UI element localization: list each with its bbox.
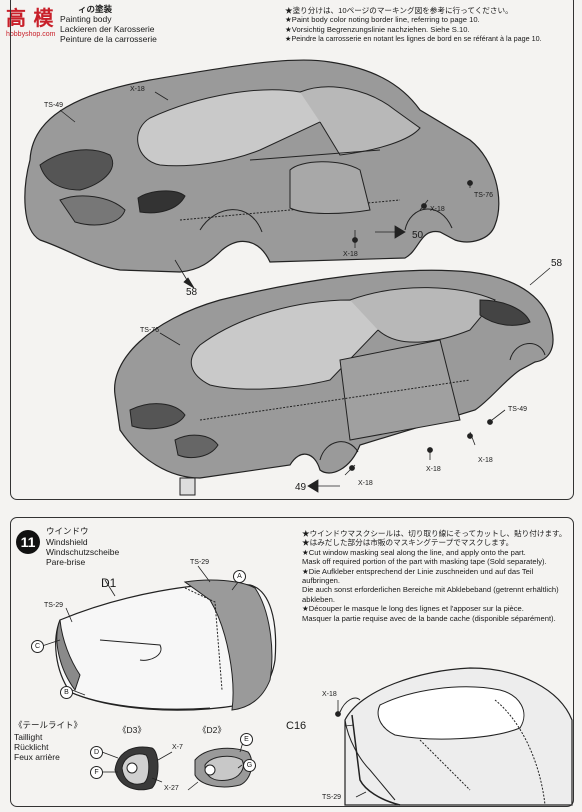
windshield-part-d1 [55,579,277,711]
car-body-front-view [24,59,500,273]
taillight-title-fr: Feux arrière [14,752,60,762]
top-note-en: ★Paint body color noting border line, re… [285,15,480,25]
letter-b-marker: B [60,686,73,699]
taillight-d3 [114,746,159,791]
label-x27: X-27 [164,785,179,792]
taillight-d2 [194,747,253,788]
bottom-note-5: ★Die Aufkleber entsprechend der Linie zu… [302,566,534,586]
taillight-title-jp: 《テールライト》 [14,720,83,730]
top-note-de: ★Vorsichtig Begrenzungslinie nachziehen.… [285,24,470,34]
part-label-d1: D1 [101,576,117,590]
letter-a-marker: A [233,570,246,583]
top-title-de: Lackieren der Karosserie [60,24,155,34]
bottom-title-jp: ウインドウ [46,526,89,536]
taillight-title-en: Taillight [14,732,43,742]
bottom-section-frame [10,517,574,807]
step-number-badge: 11 [16,530,40,554]
label-49: 49 [295,482,307,493]
letter-d-marker: D [90,746,103,759]
bottom-note-6: Die auch sonst erforderlichen Bereiche m… [302,585,559,604]
letter-f-marker: F [90,766,103,779]
bottom-note-3: ★Cut window masking seal along the line,… [302,547,526,557]
top-notes: ★塗り分けは、10ページのマーキング図を参考に行ってください。 ★Paint b… [285,6,570,44]
label-x18-bottom: X-18 [322,691,337,698]
label-ts29-a: TS-29 [190,559,210,566]
label-x7: X-7 [172,744,183,751]
bottom-title-fr: Pare-brise [46,557,86,567]
label-ts76-b: TS-76 [140,327,160,334]
part-label-d2: 《D2》 [198,725,226,735]
label-50: 50 [412,230,424,241]
part-label-c16: C16 [286,720,307,732]
label-ts76-a: TS-76 [474,192,494,199]
car-with-window-mask [339,667,573,806]
top-note-jp: ★塗り分けは、10ページのマーキング図を参考に行ってください。 [285,6,513,15]
label-x18-e: X-18 [426,466,441,473]
letter-g-marker: G [243,759,256,772]
label-x18-d: X-18 [478,457,493,464]
top-section-frame [10,0,574,500]
label-x18-b: X-18 [430,206,445,213]
label-ts49-b: TS-49 [508,406,528,413]
car-body-rear-view [114,269,554,496]
label-ts49-top: TS-49 [44,102,64,109]
bottom-note-8: Masquer la partie requise avec de la ban… [302,613,556,623]
label-58-a: 58 [186,287,198,298]
bottom-notes: ★ウインドウマスクシールは、切り取り線にそってカットし、貼り付けます。 ★はみだ… [302,529,568,623]
label-x18-a: X-18 [130,86,145,93]
part-label-d3: 《D3》 [118,725,146,735]
top-note-fr: ★Peindre la carrosserie en notant les li… [285,34,542,44]
bottom-note-2: ★はみだした部分は市販のマスキングテープでマスクします。 [302,538,514,548]
label-ts29-b: TS-29 [44,602,64,609]
top-title-fr: Peinture de la carrosserie [60,34,157,44]
bottom-note-1: ★ウインドウマスクシールは、切り取り線にそってカットし、貼り付けます。 [302,529,567,538]
label-x18-c: X-18 [343,251,358,258]
bottom-title-en: Windshield [46,537,88,547]
label-x18-f: X-18 [358,480,373,487]
bottom-title-de: Windschutzscheibe [46,547,120,557]
site-logo: 高 模 hobbyshop.com [6,8,56,38]
bottom-note-4: Mask off required portion of the part wi… [302,557,547,567]
label-ts29-c: TS-29 [322,794,342,801]
letter-e-marker: E [240,733,253,746]
top-title-jp: ィの塗装 [78,4,113,14]
taillight-title-de: Rücklicht [14,742,49,752]
top-title-en: Painting body [60,14,112,24]
bottom-note-7: ★Découper le masque le long des lignes e… [302,604,524,614]
letter-c-marker: C [31,640,44,653]
top-leader-lines [59,91,551,493]
label-58-b: 58 [551,258,563,269]
